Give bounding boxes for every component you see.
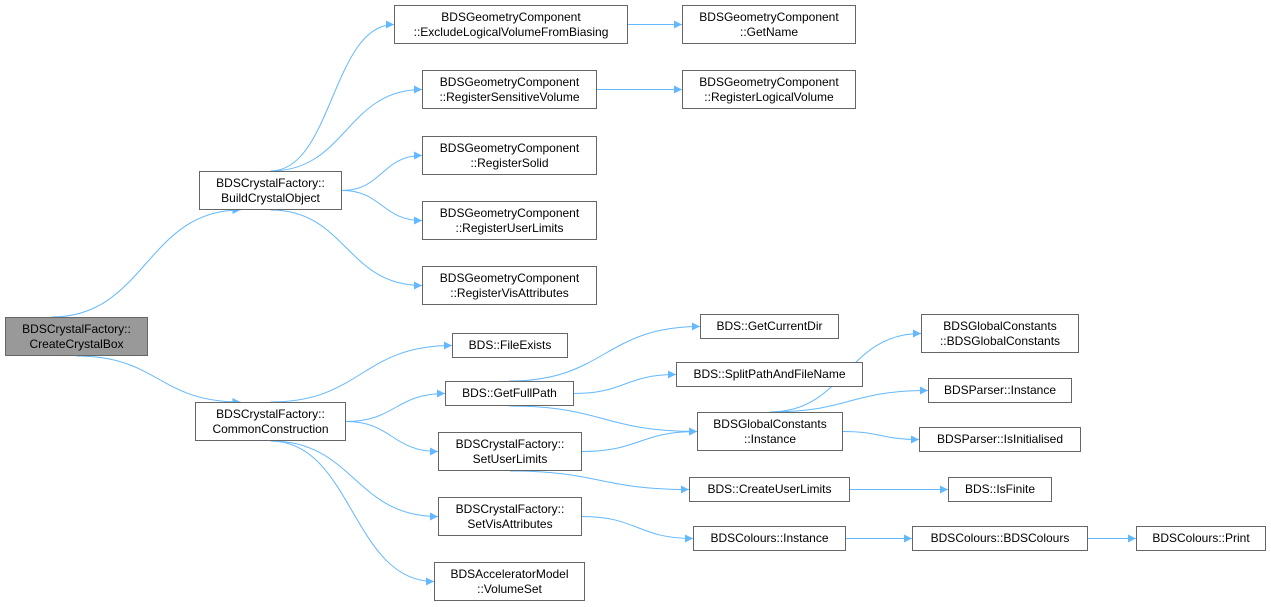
node-label-line1: BDSGlobalConstants	[713, 416, 827, 431]
node-label: BDSColours::BDSColours	[930, 531, 1070, 545]
edge-create-crystal-box-to-common-construction	[76, 355, 241, 406]
node-label-line2: ::GetName	[739, 24, 799, 39]
node-label-line2: BuildCrystalObject	[221, 190, 320, 205]
node-label-line2: ::ExcludeLogicalVolumeFromBiasing	[413, 24, 609, 39]
edge-get-full-path-to-split-path-and-file-name	[573, 370, 677, 394]
node-parser-instance[interactable]: BDSParser::Instance	[928, 378, 1072, 403]
edge-set-vis-attributes-to-colours-instance	[581, 516, 694, 543]
node-label-line1: BDSGeometryComponent	[439, 205, 580, 220]
node-register-solid[interactable]: BDSGeometryComponent ::RegisterSolid	[422, 136, 597, 175]
node-label: BDSColours::Instance	[710, 531, 829, 545]
node-file-exists[interactable]: BDS::FileExists	[452, 333, 568, 358]
node-label-line1: BDSCrystalFactory::	[216, 406, 325, 421]
edge-common-construction-to-volume-set	[270, 440, 435, 586]
node-common-construction[interactable]: BDSCrystalFactory:: CommonConstruction	[195, 402, 346, 441]
node-label-line1: BDSCrystalFactory::	[216, 175, 325, 190]
edge-set-user-limits-to-create-user-limits	[509, 470, 690, 494]
edge-set-user-limits-to-global-constants-instance	[581, 427, 698, 452]
node-label-line2: ::Instance	[743, 431, 797, 446]
node-get-full-path[interactable]: BDS::GetFullPath	[445, 381, 574, 406]
node-label-line1: BDSGlobalConstants	[943, 318, 1057, 333]
edge-build-crystal-object-to-register-vis-attributes	[270, 209, 423, 290]
edge-common-construction-to-file-exists	[270, 341, 453, 403]
node-exclude-logical-volume[interactable]: BDSGeometryComponent ::ExcludeLogicalVol…	[394, 5, 628, 44]
node-label: BDSParser::IsInitialised	[936, 432, 1064, 446]
node-label-line1: BDSGeometryComponent	[439, 270, 580, 285]
edge-common-construction-to-set-vis-attributes	[270, 440, 439, 521]
node-label-line1: BDSAcceleratorModel	[450, 566, 569, 581]
node-label-line2: ::VolumeSet	[477, 581, 542, 596]
node-set-vis-attributes[interactable]: BDSCrystalFactory:: SetVisAttributes	[438, 497, 582, 536]
node-get-current-dir[interactable]: BDS::GetCurrentDir	[700, 314, 839, 339]
node-label: BDSParser::Instance	[943, 383, 1057, 397]
node-create-user-limits[interactable]: BDS::CreateUserLimits	[689, 477, 850, 502]
node-label-line2: ::RegisterSensitiveVolume	[439, 89, 580, 104]
node-label-line2: ::RegisterLogicalVolume	[704, 89, 834, 104]
node-label-line2: ::BDSGlobalConstants	[939, 333, 1061, 348]
node-label: BDS::IsFinite	[964, 482, 1036, 496]
node-label-line1: BDSGeometryComponent	[699, 9, 839, 24]
node-parser-is-initialised[interactable]: BDSParser::IsInitialised	[919, 427, 1081, 452]
edge-create-crystal-box-to-build-crystal-object	[51, 206, 241, 318]
node-global-constants-ctor[interactable]: BDSGlobalConstants ::BDSGlobalConstants	[921, 314, 1079, 353]
node-label: BDS::FileExists	[468, 338, 552, 352]
node-label-line1: BDSGeometryComponent	[699, 74, 839, 89]
node-create-crystal-box: BDSCrystalFactory:: CreateCrystalBox	[5, 317, 148, 356]
edge-get-full-path-to-global-constants-instance	[509, 405, 698, 436]
node-label-line1: BDSGeometryComponent	[439, 140, 580, 155]
node-is-finite[interactable]: BDS::IsFinite	[948, 477, 1052, 502]
node-register-sensitive-volume[interactable]: BDSGeometryComponent ::RegisterSensitive…	[422, 70, 597, 109]
node-split-path-and-file-name[interactable]: BDS::SplitPathAndFileName	[676, 362, 863, 387]
node-build-crystal-object[interactable]: BDSCrystalFactory:: BuildCrystalObject	[199, 171, 342, 210]
node-set-user-limits[interactable]: BDSCrystalFactory:: SetUserLimits	[438, 432, 582, 471]
node-label-line1: BDSGeometryComponent	[441, 9, 581, 24]
node-register-user-limits[interactable]: BDSGeometryComponent ::RegisterUserLimit…	[422, 201, 597, 240]
node-colours-ctor[interactable]: BDSColours::BDSColours	[912, 526, 1088, 551]
node-volume-set[interactable]: BDSAcceleratorModel ::VolumeSet	[434, 562, 585, 601]
node-label-line2: CommonConstruction	[212, 421, 329, 436]
node-label-line1: BDSCrystalFactory::	[455, 436, 565, 451]
node-label-line1: BDSCrystalFactory::	[22, 321, 131, 336]
node-label-line2: SetUserLimits	[472, 451, 548, 466]
node-colours-print[interactable]: BDSColours::Print	[1136, 526, 1266, 551]
node-label-line2: ::RegisterVisAttributes	[450, 285, 569, 300]
node-label: BDSColours::Print	[1152, 531, 1250, 545]
node-label-line1: BDSCrystalFactory::	[455, 501, 565, 516]
edge-build-crystal-object-to-register-sensitive-volume	[270, 85, 423, 172]
node-label-line2: ::RegisterUserLimits	[455, 220, 564, 235]
node-global-constants-instance[interactable]: BDSGlobalConstants ::Instance	[697, 412, 843, 451]
node-label: BDS::CreateUserLimits	[707, 482, 832, 496]
node-colours-instance[interactable]: BDSColours::Instance	[693, 526, 846, 551]
edge-common-construction-to-get-full-path	[345, 389, 446, 422]
node-label-line2: ::RegisterSolid	[470, 155, 549, 170]
node-get-name[interactable]: BDSGeometryComponent ::GetName	[682, 5, 856, 44]
edge-get-full-path-to-get-current-dir	[509, 322, 701, 382]
node-label: BDS::GetFullPath	[462, 386, 557, 400]
edge-global-constants-instance-to-parser-is-initialised	[842, 431, 920, 444]
edge-build-crystal-object-to-register-user-limits	[341, 190, 423, 225]
node-register-vis-attributes[interactable]: BDSGeometryComponent ::RegisterVisAttrib…	[422, 266, 597, 305]
node-label-line1: BDSGeometryComponent	[439, 74, 580, 89]
edge-common-construction-to-set-user-limits	[345, 421, 439, 456]
node-register-logical-volume[interactable]: BDSGeometryComponent ::RegisterLogicalVo…	[682, 70, 856, 109]
node-label: BDS::SplitPathAndFileName	[693, 367, 846, 381]
edge-build-crystal-object-to-exclude-logical-volume	[270, 20, 395, 172]
node-label-line2: SetVisAttributes	[467, 516, 553, 531]
edge-global-constants-instance-to-parser-instance	[769, 386, 929, 413]
node-label: BDS::GetCurrentDir	[716, 319, 823, 333]
node-label-line2: CreateCrystalBox	[29, 336, 124, 351]
edge-build-crystal-object-to-register-solid	[341, 151, 423, 191]
